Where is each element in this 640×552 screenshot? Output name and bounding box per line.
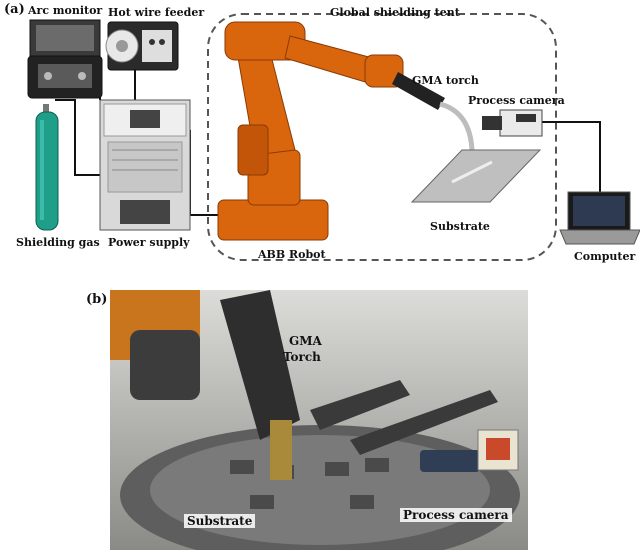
workcell-photo-drawing [110, 290, 528, 550]
label-computer: Computer [574, 250, 636, 263]
label-abb-robot: ABB Robot [258, 248, 326, 261]
label-process-camera: Process camera [468, 94, 565, 107]
label-arc-monitor: Arc monitor [28, 4, 103, 17]
label-hot-wire-feeder: Hot wire feeder [108, 6, 205, 19]
shielding-gas-cylinder [35, 104, 59, 231]
hot-wire-feeder-device [105, 21, 179, 71]
shielding-tent-boundary [207, 13, 557, 261]
panel-b-tag: (b) [86, 292, 108, 307]
process-camera-device [482, 109, 543, 137]
computer-laptop [559, 191, 640, 245]
gma-torch [392, 72, 475, 151]
photo-label-process-camera: Process camera [400, 508, 512, 522]
label-shielding-gas: Shielding gas [16, 236, 100, 249]
label-power-supply: Power supply [108, 236, 190, 249]
label-gma-torch: GMA torch [412, 74, 479, 87]
substrate-plate [410, 149, 542, 203]
system-diagram [27, 13, 640, 261]
panel-a-tag: (a) [4, 2, 25, 17]
photo-label-torch-line2: Torch [283, 350, 321, 364]
power-supply-cabinet [99, 99, 191, 231]
photo-label-substrate: Substrate [184, 514, 256, 528]
arc-monitor-device [27, 19, 103, 99]
abb-robot [217, 21, 404, 241]
photo-label-gma-line1: GMA [289, 334, 322, 348]
workcell-photo: GMA Torch Substrate Process camera [110, 290, 528, 550]
label-substrate: Substrate [430, 220, 490, 233]
label-global-shielding-tent: Global shielding tent [330, 6, 460, 19]
